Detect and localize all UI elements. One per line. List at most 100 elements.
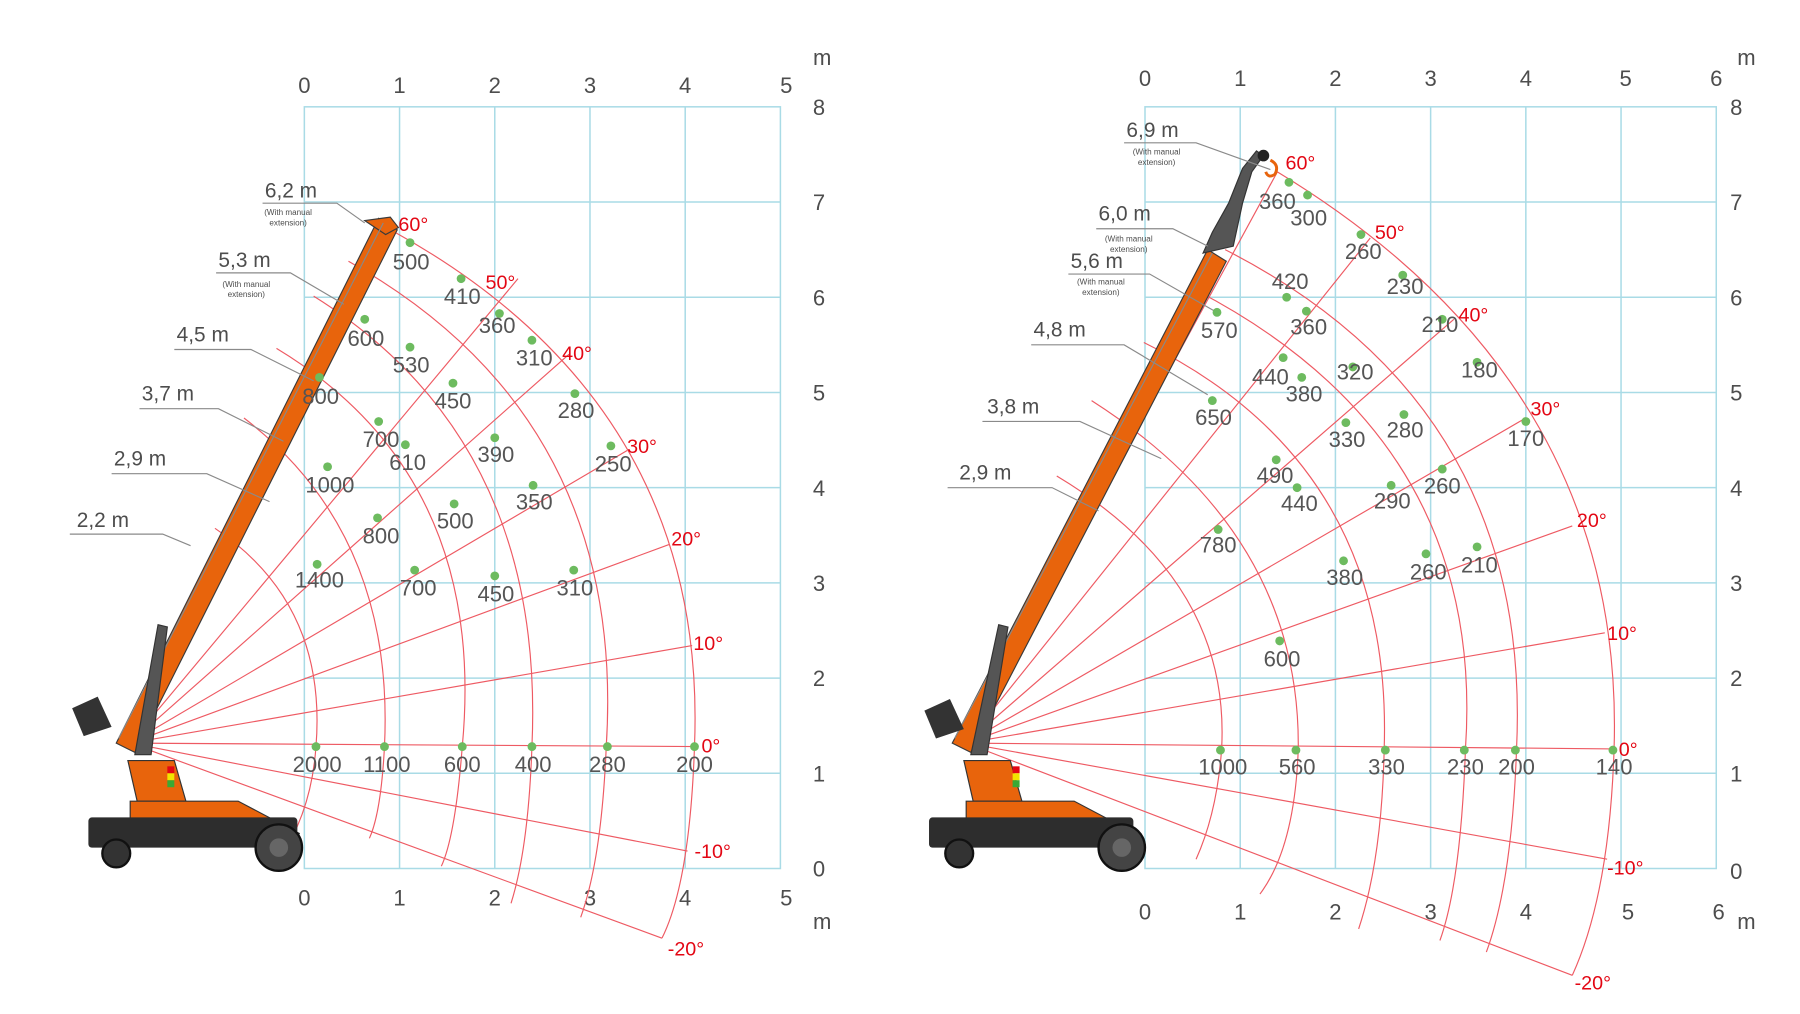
left-ytick-4: 4 — [813, 476, 825, 501]
left-ytick-8: 8 — [813, 95, 825, 120]
load-value: 2000 — [293, 752, 342, 777]
right-ytick-7: 7 — [1730, 190, 1742, 215]
right-xtick-bottom-5: 5 — [1622, 900, 1634, 925]
right-xtick-bottom-6: 6 — [1712, 900, 1724, 925]
right-ytick-8: 8 — [1730, 95, 1742, 120]
left-xtick-top-4: 4 — [679, 73, 691, 98]
right-boom-4-8: 4,8 m — [1034, 319, 1086, 342]
right-angle-60: 60° — [1285, 153, 1315, 175]
right-xtick-bottom-2: 2 — [1329, 900, 1341, 925]
load-value: 650 — [1195, 405, 1232, 430]
left-ytick-3: 3 — [813, 571, 825, 596]
load-value: 390 — [478, 442, 515, 467]
load-value: 280 — [1387, 418, 1424, 443]
right-angle-20: 20° — [1577, 510, 1607, 532]
right-ytick-6: 6 — [1730, 285, 1742, 310]
right-ytick-5: 5 — [1730, 381, 1742, 406]
load-value: 250 — [595, 451, 632, 476]
left-angle-0: 0° — [701, 735, 720, 757]
load-value: 170 — [1507, 426, 1544, 451]
right-angle-40: 40° — [1458, 305, 1488, 327]
left-load-chart: 0 1 2 3 4 5 m 0 1 2 3 4 5 m 0 1 2 3 4 5 … — [69, 45, 831, 961]
load-value: 600 — [347, 326, 384, 351]
right-xtick-bottom-3: 3 — [1424, 900, 1436, 925]
load-value: 310 — [516, 346, 553, 371]
left-angle-50: 50° — [485, 272, 515, 294]
left-ytick-2: 2 — [813, 666, 825, 691]
load-value: 450 — [435, 389, 472, 414]
load-value: 800 — [363, 523, 400, 548]
right-boom-5-6: 5,6 m — [1071, 250, 1123, 273]
right-load-chart: 0 1 2 3 4 5 6 m 0 1 2 3 4 5 6 m 0 1 2 3 … — [924, 45, 1756, 994]
left-xtick-bottom-1: 1 — [393, 886, 405, 911]
left-ytick-5: 5 — [813, 381, 825, 406]
left-xtick-bottom-4: 4 — [679, 886, 691, 911]
right-angle-lines — [965, 171, 1615, 976]
load-value: 800 — [302, 384, 339, 409]
right-xtick-top-3: 3 — [1424, 66, 1436, 91]
right-xtick-bottom-1: 1 — [1234, 900, 1246, 925]
right-angle-50: 50° — [1375, 222, 1405, 244]
right-angle-30: 30° — [1530, 399, 1560, 421]
load-value: 260 — [1424, 473, 1461, 498]
left-angle-10: 10° — [693, 633, 723, 655]
left-angle-30: 30° — [627, 436, 657, 458]
right-grid — [1144, 106, 1718, 870]
right-angle-minus10: -10° — [1607, 857, 1643, 879]
left-xtick-bottom-5: 5 — [780, 886, 792, 911]
load-value: 1100 — [363, 752, 410, 777]
right-radius-arcs — [1056, 171, 1616, 976]
load-value: 200 — [676, 752, 713, 777]
left-angle-60: 60° — [398, 214, 428, 236]
load-value: 360 — [1259, 189, 1296, 214]
right-xtick-top-5: 5 — [1620, 66, 1632, 91]
load-value: 700 — [363, 427, 400, 452]
right-crane-illustration — [924, 149, 1279, 872]
load-value: 450 — [478, 581, 515, 606]
right-xtick-top-4: 4 — [1520, 66, 1532, 91]
load-value: 280 — [558, 398, 595, 423]
right-ytick-2: 2 — [1730, 666, 1742, 691]
load-value: 410 — [444, 284, 481, 309]
left-angle-minus20: -20° — [668, 939, 704, 961]
right-angle-minus20: -20° — [1575, 972, 1611, 994]
load-value: 560 — [1279, 754, 1316, 779]
right-unit-top: m — [1737, 45, 1755, 70]
load-value: 420 — [1272, 269, 1309, 294]
right-ytick-0: 0 — [1730, 859, 1742, 884]
load-value: 310 — [556, 576, 593, 601]
right-boom-6-0: 6,0 m — [1099, 203, 1151, 226]
load-value: 260 — [1345, 239, 1382, 264]
left-grid — [303, 106, 782, 870]
load-value: 230 — [1387, 274, 1424, 299]
right-xtick-bottom-4: 4 — [1520, 900, 1532, 925]
left-ytick-7: 7 — [813, 190, 825, 215]
load-value: 600 — [1264, 646, 1301, 671]
left-boom-6-2: 6,2 m — [265, 179, 317, 202]
left-boom-3-7: 3,7 m — [142, 383, 194, 406]
load-value: 280 — [589, 752, 626, 777]
right-angle-0: 0° — [1619, 739, 1638, 761]
load-value: 230 — [1447, 754, 1484, 779]
right-ytick-1: 1 — [1730, 761, 1742, 786]
left-ytick-6: 6 — [813, 285, 825, 310]
left-angle-40: 40° — [562, 343, 592, 365]
load-value: 210 — [1461, 552, 1498, 577]
left-xtick-bottom-3: 3 — [584, 886, 596, 911]
left-ytick-1: 1 — [813, 761, 825, 786]
right-unit-bottom: m — [1737, 909, 1755, 934]
load-value: 1000 — [1198, 754, 1247, 779]
load-value: 330 — [1368, 754, 1405, 779]
right-xtick-top-6: 6 — [1710, 66, 1722, 91]
right-ytick-3: 3 — [1730, 571, 1742, 596]
left-xtick-bottom-2: 2 — [489, 886, 501, 911]
load-value: 140 — [1596, 754, 1633, 779]
right-xtick-bottom-0: 0 — [1139, 900, 1151, 925]
left-xtick-top-3: 3 — [584, 73, 596, 98]
